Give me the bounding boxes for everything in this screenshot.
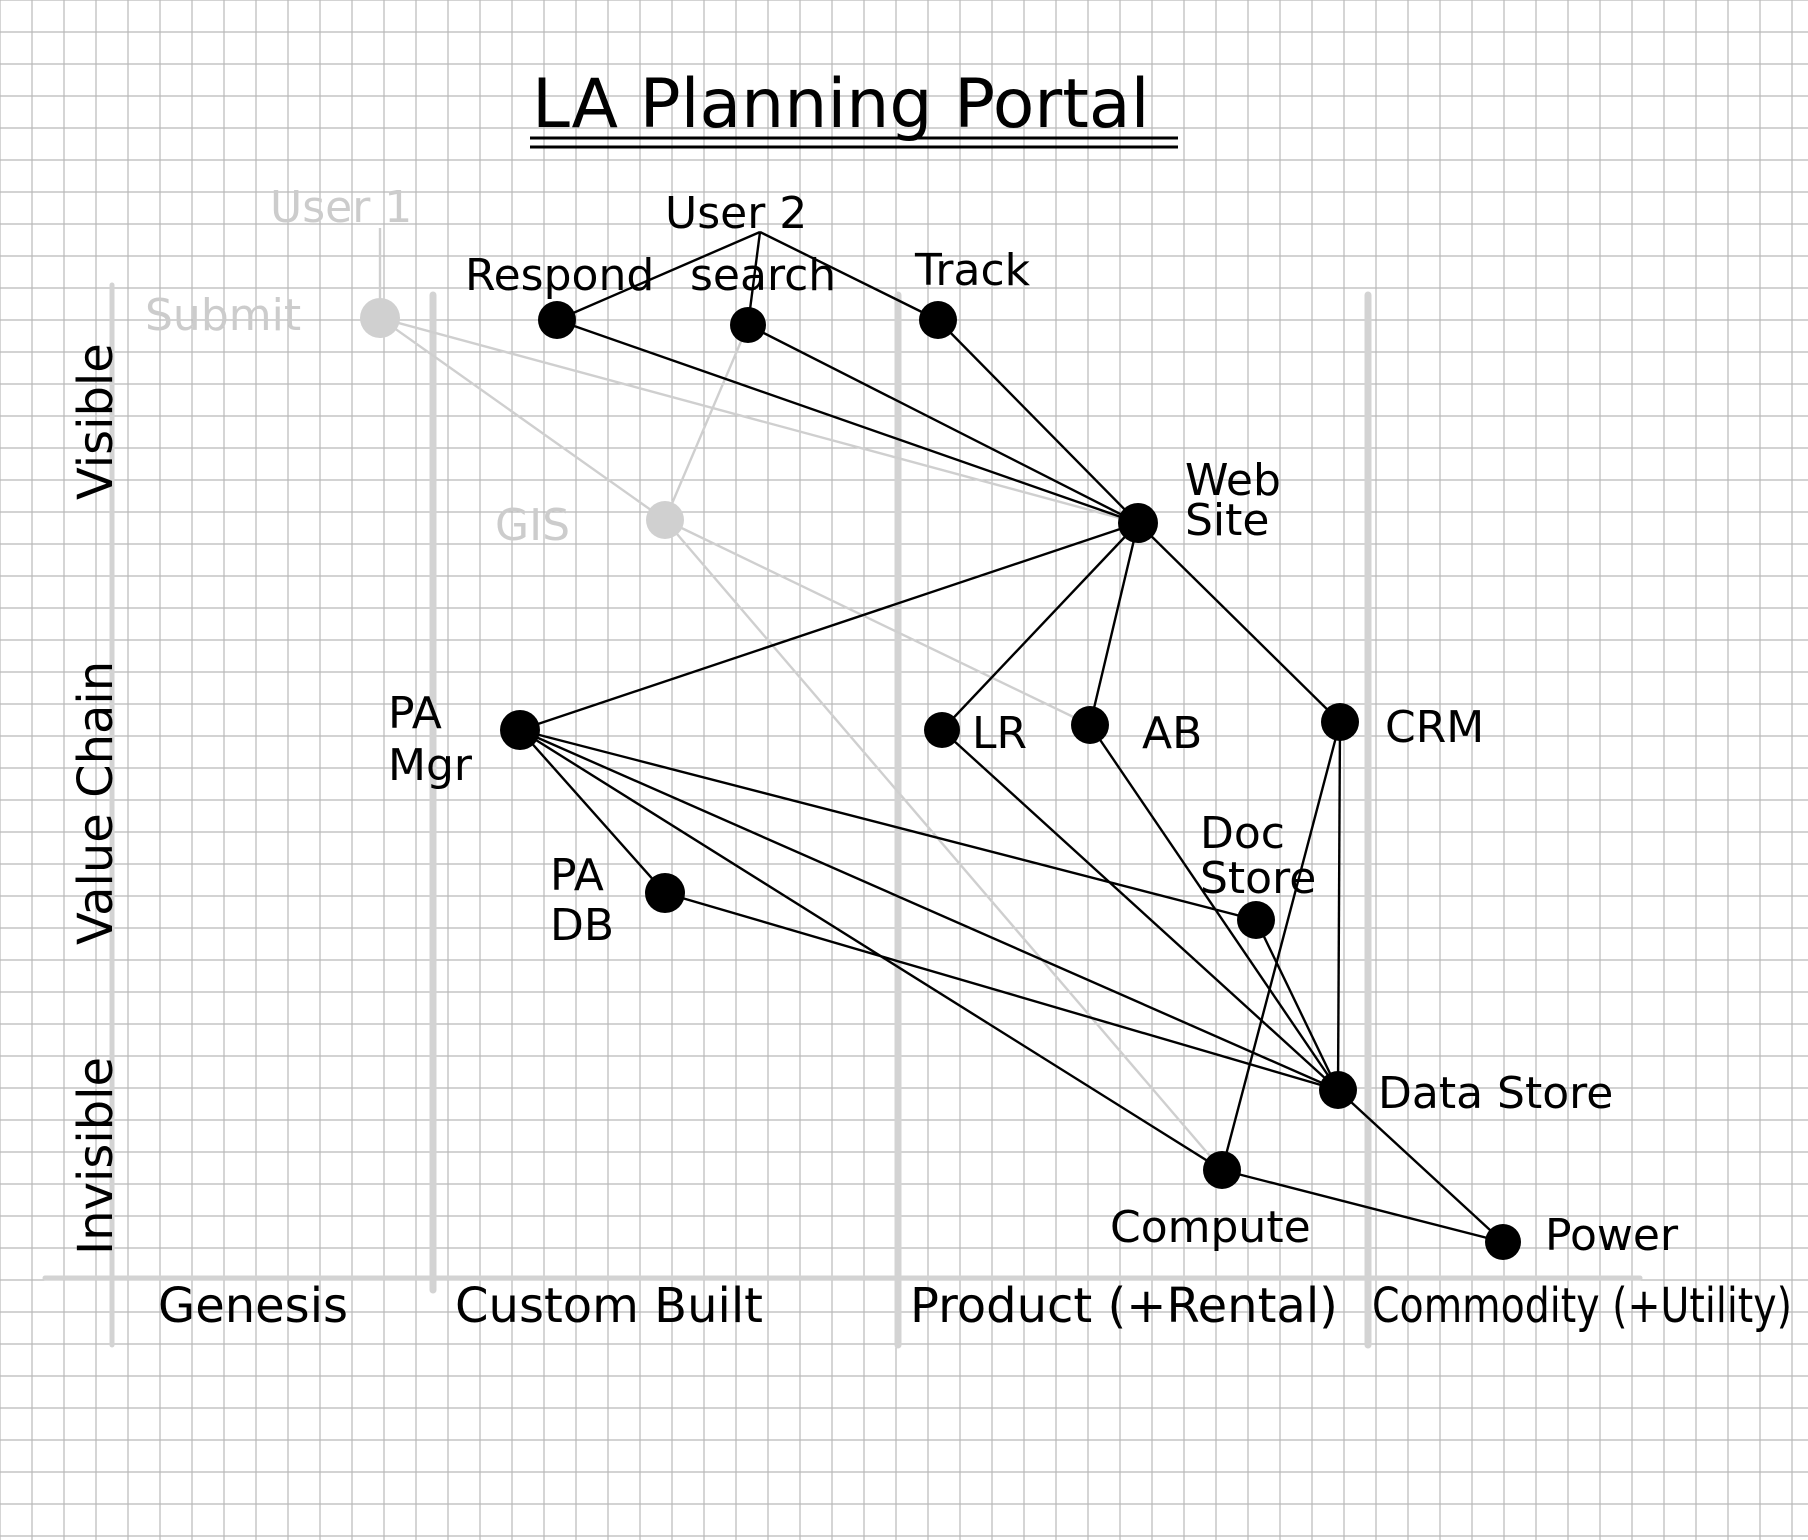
dependency-edges <box>378 228 1504 1244</box>
edge-submit-to-website <box>379 316 1139 525</box>
x-axis-genesis-label: Genesis <box>158 1278 348 1334</box>
edge-website-to-lr <box>941 522 1139 731</box>
node-pamgr <box>500 710 540 750</box>
x-axis-product-label: Product (+Rental) <box>910 1278 1338 1334</box>
node-crm <box>1321 703 1359 741</box>
edge-pamgr-to-compute <box>519 728 1223 1172</box>
edge-submit-to-gis <box>379 317 666 521</box>
edge-pamgr-to-datastore <box>519 728 1339 1092</box>
edge-compute-to-power <box>1221 1168 1504 1244</box>
label-ab: AB <box>1142 708 1202 759</box>
node-track <box>919 301 957 339</box>
edge-lr-to-datastore <box>941 729 1339 1091</box>
node-lr <box>924 712 960 748</box>
edge-pamgr-to-docstore <box>519 728 1257 922</box>
node-datastore <box>1319 1071 1357 1109</box>
node-docstore <box>1237 901 1275 939</box>
label-user2: User 2 <box>665 188 807 239</box>
edge-user2-to-respond <box>556 230 761 322</box>
label-user1: User 1 <box>270 182 412 233</box>
node-submit <box>360 298 400 338</box>
node-ab <box>1071 706 1109 744</box>
edge-website-to-ab <box>1088 522 1140 726</box>
edge-crm-to-compute <box>1220 721 1342 1171</box>
node-compute <box>1203 1151 1241 1189</box>
node-respond <box>538 301 576 339</box>
edge-search-to-website <box>747 323 1139 525</box>
y-axis-invisible-label: Invisible <box>68 1057 124 1255</box>
label-datastore: Data Store <box>1378 1068 1613 1119</box>
map-title: LA Planning Portal <box>532 65 1149 144</box>
edge-website-to-pamgr <box>519 521 1139 732</box>
y-axis-visible-label: Visible <box>68 343 124 500</box>
edge-datastore-to-power <box>1337 1089 1504 1243</box>
label-track: Track <box>914 245 1031 296</box>
label-crm: CRM <box>1385 702 1484 753</box>
edge-gis-to-compute <box>664 519 1223 1171</box>
node-power <box>1485 1224 1521 1260</box>
edge-padb-to-datastore <box>664 891 1339 1092</box>
y-axis-value-chain-label: Value Chain <box>68 661 124 945</box>
evolution-phase-dividers <box>42 282 1643 1349</box>
label-lr: LR <box>972 708 1027 759</box>
x-axis-commodity-label: Commodity (+Utility) <box>1372 1278 1792 1334</box>
label-gis: GIS <box>495 500 570 551</box>
node-search <box>730 307 766 343</box>
edge-user2-to-track <box>759 230 939 322</box>
x-axis-custom-built-label: Custom Built <box>455 1278 763 1334</box>
label-submit: Submit <box>145 290 301 341</box>
edge-respond-to-website <box>556 318 1139 525</box>
edge-website-to-crm <box>1137 522 1341 723</box>
edge-track-to-website <box>937 319 1139 524</box>
node-padb <box>645 873 685 913</box>
edge-crm-to-datastore <box>1336 721 1342 1091</box>
label-compute: Compute <box>1110 1202 1311 1253</box>
edge-gis-to-ab <box>664 518 1091 727</box>
edge-docstore-to-datastore <box>1254 919 1340 1091</box>
edge-pamgr-to-padb <box>519 729 666 894</box>
label-power: Power <box>1545 1210 1679 1261</box>
label-search: search <box>690 250 836 301</box>
edge-ab-to-datastore <box>1089 724 1339 1091</box>
node-website <box>1118 503 1158 543</box>
node-gis <box>646 501 684 539</box>
label-respond: Respond <box>465 250 654 301</box>
edge-search-to-gis <box>663 324 750 521</box>
component-nodes <box>360 298 1521 1260</box>
